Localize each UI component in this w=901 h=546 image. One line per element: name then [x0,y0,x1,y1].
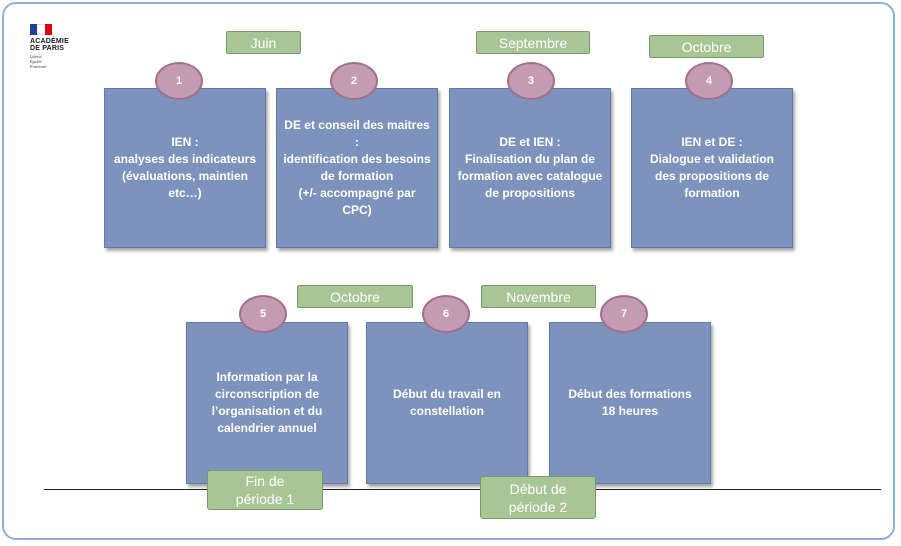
academie-logo: ACADÉMIE DE PARIS Liberté Égalité Frater… [30,24,90,84]
step-number-2: 2 [330,62,378,100]
step-number-5: 5 [239,295,287,333]
logo-line1: ACADÉMIE [30,38,69,45]
step-number-6: 6 [422,295,470,333]
step-box-6: Début du travail en constellation [366,322,528,484]
month-label-1: Juin [226,31,301,54]
logo-motto: Liberté Égalité Fraternité [30,54,47,69]
timeline-line [44,489,881,490]
step-box-4: IEN et DE : Dialogue et validation des p… [631,88,793,248]
step-number-1: 1 [155,62,203,100]
step-box-7: Début des formations 18 heures [549,322,711,484]
logo-line2: DE PARIS [30,45,65,52]
period-label-start-2: Début de période 2 [480,476,596,519]
french-flag-icon [30,24,52,35]
step-number-7: 7 [600,295,648,333]
step-box-2: DE et conseil des maitres : identificati… [276,88,438,248]
step-box-1: IEN : analyses des indicateurs (évaluati… [104,88,266,248]
step-box-5: Information par la circonscription de l’… [186,322,348,484]
month-label-5: Novembre [481,285,596,308]
step-box-3: DE et IEN : Finalisation du plan de form… [449,88,611,248]
step-number-4: 4 [685,62,733,100]
month-label-3: Octobre [649,35,764,58]
step-number-3: 3 [507,62,555,100]
slide-frame [2,2,895,540]
period-label-end-1: Fin de période 1 [207,470,323,510]
month-label-2: Septembre [476,31,590,54]
month-label-4: Octobre [297,285,413,308]
